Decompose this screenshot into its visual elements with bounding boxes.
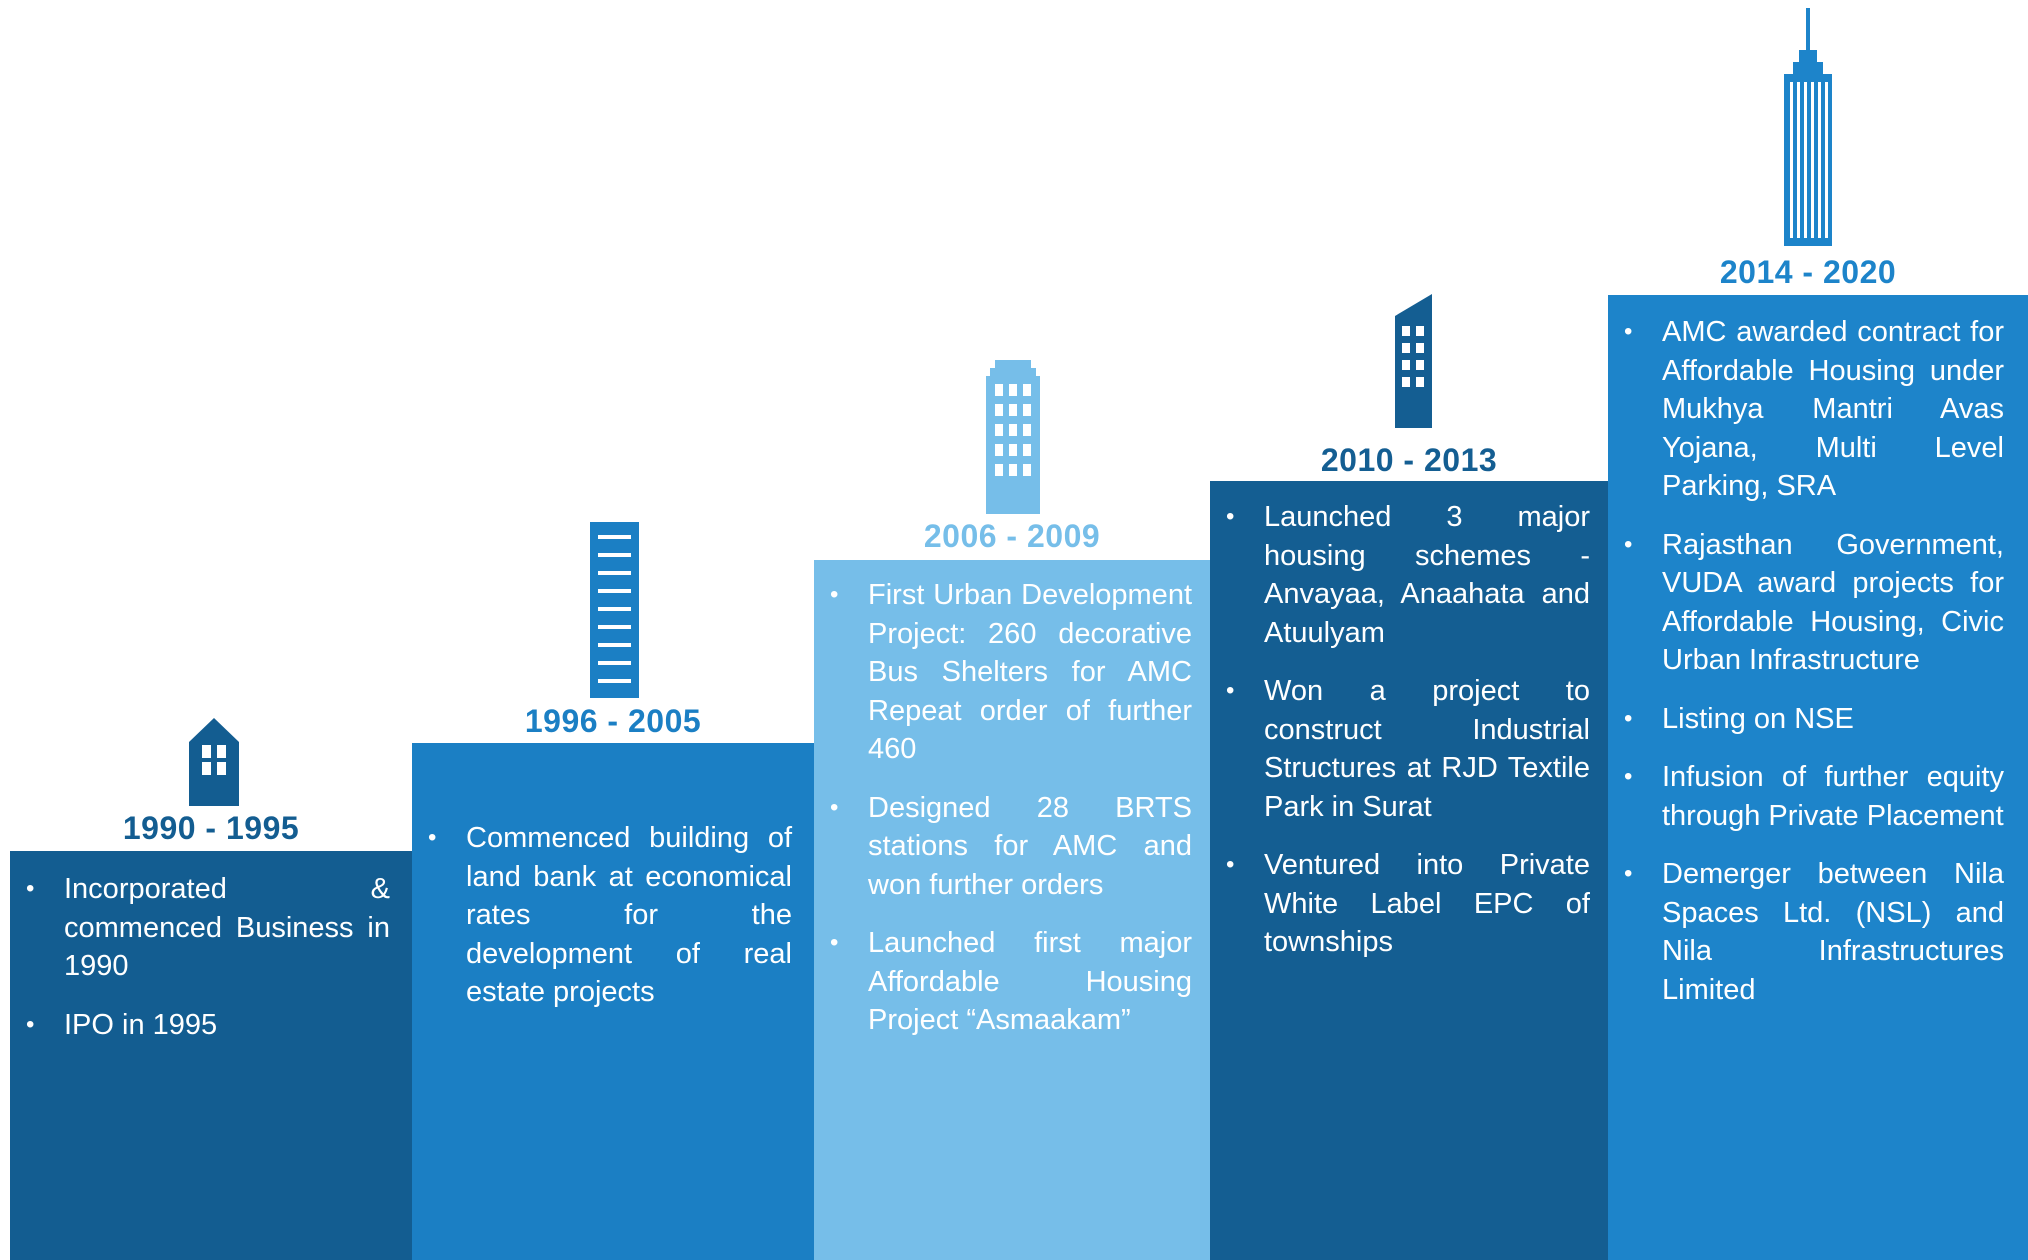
period-bullet-list: Commenced building of land bank at econo… (412, 819, 792, 1032)
angled-tower-building-icon (1395, 294, 1432, 428)
list-item: First Urban Development Project: 260 dec… (814, 576, 1192, 769)
list-item: Infusion of further equity through Priva… (1608, 758, 2004, 835)
period-bullet-list: AMC awarded contract for Affordable Hous… (1608, 313, 2004, 1029)
office-tower-building-icon (986, 360, 1040, 514)
list-item: Demerger between Nila Spaces Ltd. (NSL) … (1608, 855, 2004, 1009)
list-item: Ventured into Private White Label EPC of… (1210, 846, 1590, 962)
period-year-label: 1990 - 1995 (122, 810, 300, 846)
period-bullet-list: Incorporated & commenced Business in 199… (10, 870, 390, 1064)
period-year-label: 2014 - 2020 (1719, 254, 1897, 290)
list-item: Incorporated & commenced Business in 199… (10, 870, 390, 986)
list-item: Designed 28 BRTS stations for AMC and wo… (814, 789, 1192, 905)
list-item: Listing on NSE (1608, 700, 2004, 739)
skyscraper-building-icon (1784, 8, 1832, 246)
list-item: Rajasthan Government, VUDA award project… (1608, 526, 2004, 680)
period-year-label: 2010 - 2013 (1320, 442, 1498, 478)
list-item: IPO in 1995 (10, 1006, 390, 1045)
period-bullet-list: First Urban Development Project: 260 dec… (814, 576, 1192, 1060)
list-item: Won a project to construct Industrial St… (1210, 672, 1590, 826)
slim-tower-building-icon (590, 522, 639, 698)
period-year-label: 2006 - 2009 (923, 518, 1101, 554)
list-item: Launched first major Affordable Housing … (814, 924, 1192, 1040)
list-item: Commenced building of land bank at econo… (412, 819, 792, 1012)
period-year-label: 1996 - 2005 (524, 703, 702, 739)
list-item: Launched 3 major housing schemes - Anvay… (1210, 498, 1590, 652)
list-item: AMC awarded contract for Affordable Hous… (1608, 313, 2004, 506)
small-house-building-icon (189, 718, 239, 806)
period-bullet-list: Launched 3 major housing schemes - Anvay… (1210, 498, 1590, 982)
